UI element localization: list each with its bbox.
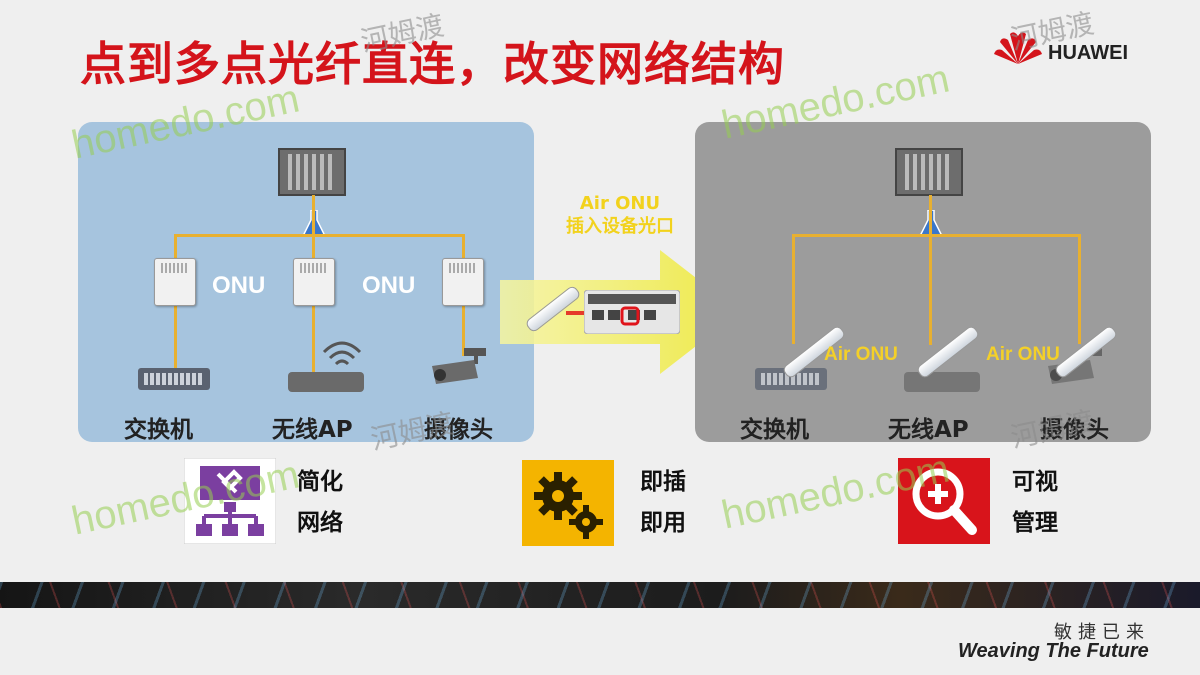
fiber-line bbox=[174, 234, 464, 237]
cable-line bbox=[462, 304, 465, 356]
fiber-line bbox=[1078, 234, 1081, 344]
olt-chassis-icon bbox=[278, 148, 346, 196]
huawei-petal-icon bbox=[994, 32, 1042, 64]
gears-icon bbox=[522, 460, 614, 546]
camera-icon bbox=[432, 348, 486, 384]
feature-simplify-network: 简化 网络 bbox=[297, 469, 343, 536]
feature-visual-management: 可视 管理 bbox=[1012, 469, 1058, 536]
switch-port-icon bbox=[584, 290, 680, 334]
fiber-line bbox=[174, 234, 177, 258]
network-config-icon bbox=[184, 458, 276, 544]
onu-device-icon bbox=[154, 258, 196, 306]
fiber-line bbox=[312, 195, 315, 258]
onu-label: ONU bbox=[362, 272, 416, 299]
page-title: 点到多点光纤直连，改变网络结构 bbox=[80, 37, 785, 91]
device-label-ap: 无线AP bbox=[272, 417, 353, 443]
feature-plug-and-play: 即插 即用 bbox=[640, 469, 686, 536]
air-onu-caption: Air ONU 插入设备光口 bbox=[545, 192, 695, 238]
air-onu-label: Air ONU bbox=[986, 344, 1060, 365]
onu-label: ONU bbox=[212, 272, 266, 299]
switch-icon bbox=[138, 368, 210, 390]
air-onu-label: Air ONU bbox=[824, 344, 898, 365]
onu-device-icon bbox=[442, 258, 484, 306]
device-label-camera: 摄像头 bbox=[1040, 417, 1109, 443]
fiber-line bbox=[462, 234, 465, 258]
magnifier-plus-icon bbox=[898, 458, 990, 544]
device-label-switch: 交换机 bbox=[740, 417, 809, 443]
cable-line bbox=[312, 304, 315, 374]
fiber-line bbox=[792, 234, 1080, 237]
onu-device-icon bbox=[293, 258, 335, 306]
wireless-ap-icon bbox=[288, 372, 364, 392]
air-onu-caption-line1: Air ONU bbox=[579, 193, 661, 214]
huawei-logo: HUAWEI bbox=[990, 28, 1160, 68]
olt-chassis-icon bbox=[895, 148, 963, 196]
slogan-chinese: 敏捷已来 bbox=[1054, 622, 1150, 643]
wireless-ap-icon bbox=[904, 372, 980, 392]
switch-icon bbox=[755, 368, 827, 390]
air-onu-caption-line2: 插入设备光口 bbox=[566, 216, 674, 237]
fiber-line bbox=[792, 234, 795, 344]
wifi-icon bbox=[322, 341, 362, 366]
device-label-switch: 交换机 bbox=[124, 417, 193, 443]
fiber-line bbox=[929, 195, 932, 345]
decorative-band bbox=[0, 582, 1200, 608]
device-label-camera: 摄像头 bbox=[424, 417, 493, 443]
slogan-english: Weaving The Future bbox=[958, 640, 1149, 662]
device-label-ap: 无线AP bbox=[888, 417, 969, 443]
brand-name: HUAWEI bbox=[1048, 42, 1128, 64]
cable-line bbox=[174, 304, 177, 368]
